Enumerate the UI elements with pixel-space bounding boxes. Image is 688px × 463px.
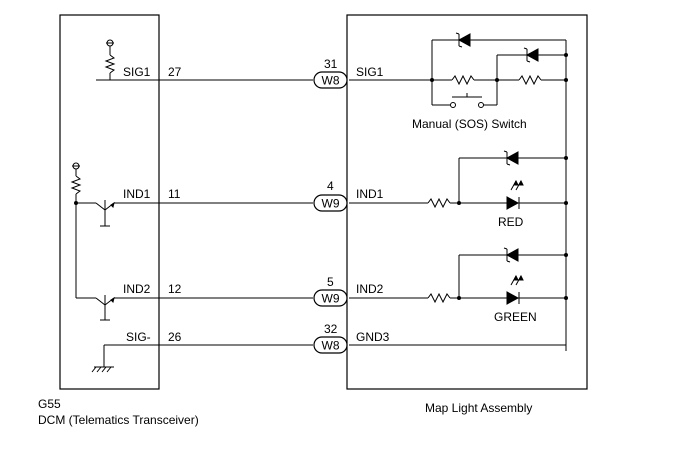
dcm-pin-number-sig-minus: 26: [168, 330, 182, 344]
ml-pin-number-ind2: 5: [327, 275, 334, 289]
ml-pin-label-sig1: SIG1: [356, 65, 384, 79]
dcm-box: [59, 14, 160, 390]
resistor-icon: [451, 74, 475, 86]
sig1-circuit: [96, 39, 432, 81]
zener-diode-icon: [505, 248, 519, 262]
ind1-circuit: [70, 150, 568, 298]
connector-gnd3: W8: [313, 336, 348, 354]
connector-sig1: W8: [313, 71, 348, 89]
led-green-icon: [506, 291, 520, 305]
dcm-pin-label-ind1: IND1: [123, 187, 151, 201]
dcm-pin-label-sig-minus: SIG-: [126, 330, 151, 344]
zener-diode-icon: [525, 48, 539, 62]
dcm-pin-label-ind2: IND2: [123, 282, 151, 296]
dcm-pin-number-ind2: 12: [168, 282, 182, 296]
dcm-pin-number-ind1: 11: [168, 187, 181, 201]
dcm-pin-label-sig1: SIG1: [123, 65, 151, 79]
manual-sos-switch-label: Manual (SOS) Switch: [412, 117, 527, 131]
zener-diode-icon: [505, 151, 519, 165]
resistor-icon: [70, 175, 82, 195]
ml-pin-number-gnd3: 32: [324, 322, 338, 336]
map-light-name: Map Light Assembly: [425, 401, 532, 415]
ground-circuit: [91, 344, 567, 373]
connector-label-gnd3: W8: [322, 339, 340, 353]
dcm-code: G55: [38, 397, 61, 411]
connector-ind1: W9: [313, 194, 348, 212]
sig1-internal-network: [430, 32, 568, 351]
ml-pin-number-sig1: 31: [324, 57, 338, 71]
ml-pin-number-ind1: 4: [327, 179, 334, 193]
ind2-circuit: [76, 247, 568, 321]
resistor-icon: [427, 292, 451, 304]
connector-label-sig1: W8: [322, 74, 340, 88]
resistor-icon: [518, 74, 542, 86]
zener-diode-icon: [457, 33, 471, 47]
connector-label-ind2: W9: [322, 292, 340, 306]
switch-contact-icon: [478, 102, 484, 108]
connector-ind2: W9: [313, 289, 348, 307]
ml-pin-label-gnd3: GND3: [356, 330, 390, 344]
ml-pin-label-ind2: IND2: [356, 282, 384, 296]
led-green-label: GREEN: [494, 310, 537, 324]
resistor-icon: [104, 54, 116, 74]
dcm-pin-number-sig1: 27: [168, 65, 182, 79]
connector-label-ind1: W9: [322, 197, 340, 211]
resistor-icon: [427, 197, 451, 209]
switch-contact-icon: [450, 102, 456, 108]
dcm-name: DCM (Telematics Transceiver): [38, 413, 199, 427]
led-red-label: RED: [498, 215, 524, 229]
ml-pin-label-ind1: IND1: [356, 187, 384, 201]
led-red-icon: [506, 196, 520, 210]
